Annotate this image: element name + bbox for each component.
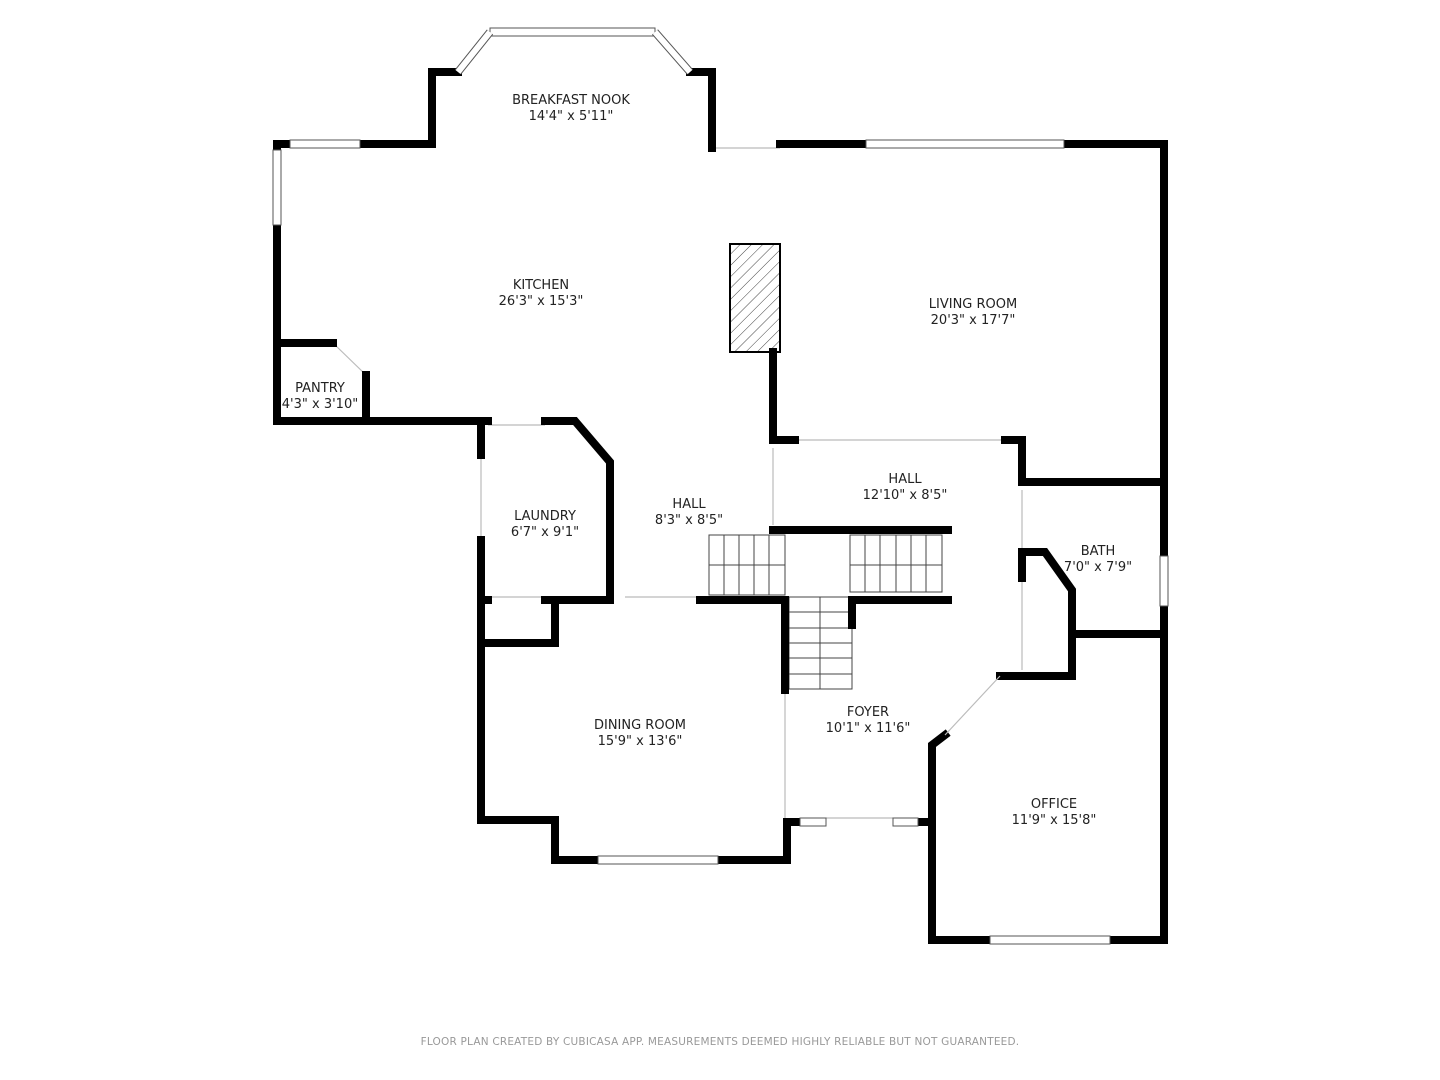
fireplace [729, 243, 781, 353]
room-size: 4'3" x 3'10" [281, 397, 359, 412]
windows [272, 27, 1169, 945]
room-size: 6'7" x 9'1" [510, 525, 580, 540]
room-size: 11'9" x 15'8" [1011, 813, 1097, 828]
room-size: 15'9" x 13'6" [597, 734, 683, 749]
room-name: OFFICE [1030, 797, 1078, 812]
room-name: LIVING ROOM [928, 297, 1018, 312]
room-size: 26'3" x 15'3" [498, 294, 584, 309]
room-name: PANTRY [295, 381, 345, 396]
room-size: 8'3" x 8'5" [654, 513, 724, 528]
room-name: FOYER [846, 705, 890, 720]
room-name: KITCHEN [512, 278, 570, 293]
room-name: DINING ROOM [593, 718, 687, 733]
room-size: 20'3" x 17'7" [930, 313, 1016, 328]
disclaimer-footer: FLOOR PLAN CREATED BY CUBICASA APP. MEAS… [420, 1036, 1020, 1048]
openings [332, 147, 1023, 822]
walls [273, 68, 1168, 944]
room-size: 10'1" x 11'6" [825, 721, 911, 736]
room-size: 14'4" x 5'11" [528, 109, 614, 124]
room-name: HALL [888, 472, 922, 487]
room-name: HALL [672, 497, 706, 512]
room-name: BREAKFAST NOOK [512, 93, 630, 108]
room-size: 12'10" x 8'5" [862, 488, 948, 503]
room-name: BATH [1080, 544, 1116, 559]
room-size: 7'0" x 7'9" [1063, 560, 1133, 575]
stairs [708, 534, 943, 690]
room-name: LAUNDRY [514, 509, 576, 524]
